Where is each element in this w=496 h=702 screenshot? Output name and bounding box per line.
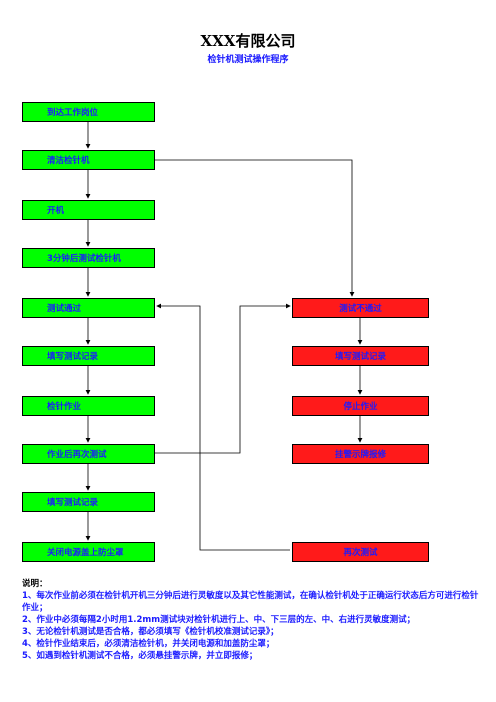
step-clean: 清洁检针机 (22, 150, 155, 170)
step-needle-check: 检针作业 (22, 396, 155, 416)
step-test-pass: 测试通过 (22, 298, 155, 318)
connector-retest-to-pass (156, 303, 290, 551)
step-arrive: 到达工作岗位 (22, 102, 155, 122)
step-power-on: 开机 (22, 200, 155, 220)
step-test-fail: 测试不通过 (292, 298, 429, 318)
note-item: 3、无论检针机测试是否合格，都必须填写《检针机校准测试记录》； (22, 627, 279, 637)
step-fill-record: 填写测试记录 (22, 346, 155, 366)
note-item: 2、作业中必须每隔2小时用1.2mm测试块对检针机进行上、中、下三层的左、中、右… (22, 615, 416, 625)
note-item: 4、检针作业结束后，必须清洁检针机，并关闭电源和加盖防尘罩； (22, 639, 275, 649)
step-stop-work: 停止作业 (292, 396, 429, 416)
notes-heading: 说明： (22, 579, 48, 589)
step-power-off-cover: 关闭电源盖上防尘罩 (22, 542, 155, 562)
step-retest: 再次测试 (292, 542, 429, 562)
note-item: 1、每次作业前必须在检针机开机三分钟后进行灵敏度以及其它性能测试，在确认检针机处… (22, 591, 479, 613)
note-item: 5、如遇到检针机测试不合格，必须悬挂警示牌，并立即报修； (22, 651, 258, 661)
company-title: XXX有限公司 (200, 32, 296, 50)
step-fill-record-2: 填写测试记录 (22, 492, 155, 512)
connector-clean-to-fail (155, 159, 355, 297)
page-subtitle: 检针机测试操作程序 (207, 55, 289, 65)
connector-retest-to-fail (155, 303, 291, 454)
step-hang-warning-repair: 挂警示牌报修 (292, 444, 429, 464)
step-test-after-3min: 3分钟后测试检针机 (22, 248, 155, 268)
step-fail-record: 填写测试记录 (292, 346, 429, 366)
notes-section: 说明： 1、每次作业前必须在检针机开机三分钟后进行灵敏度以及其它性能测试，在确认… (22, 578, 482, 662)
step-retest-after-work: 作业后再次测试 (22, 444, 155, 464)
